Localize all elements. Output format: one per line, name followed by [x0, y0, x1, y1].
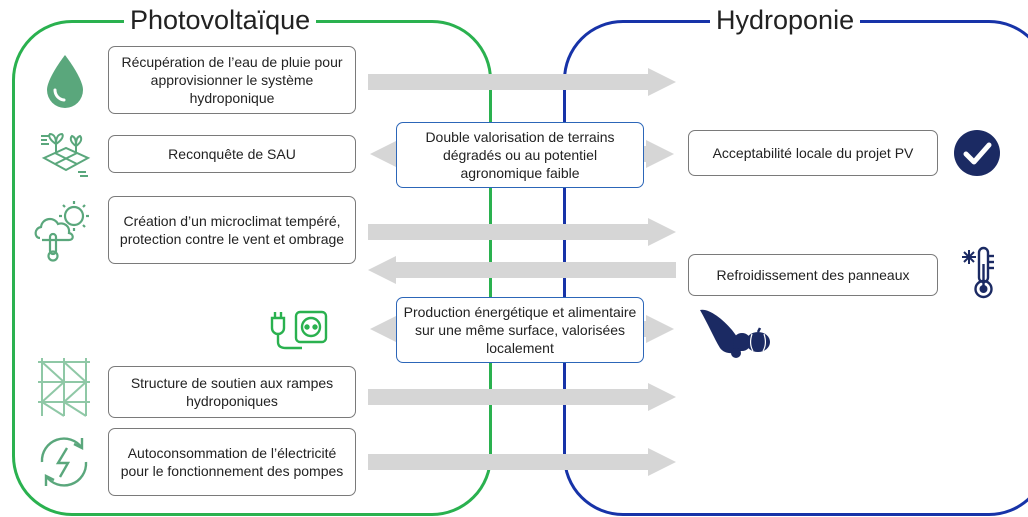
arrow-production-right: [640, 315, 674, 343]
box-rainwater: Récupération de l’eau de pluie pour appr…: [108, 46, 356, 114]
arrow-sau-right: [640, 140, 674, 168]
thermometer-snow-icon: [962, 246, 994, 299]
check-circle-icon: [954, 130, 1000, 176]
arrow-cooling: [368, 256, 676, 284]
field-plants-icon: [41, 132, 91, 177]
box-acceptability: Acceptabilité locale du projet PV: [688, 130, 938, 176]
weather-cloud-sun-icon: [34, 201, 89, 262]
box-double-valorisation: Double valorisation de terrains dégradés…: [396, 122, 644, 188]
box-microclimate: Création d’un microclimat tempéré, prote…: [108, 196, 356, 264]
arrow-autoconsumption: [368, 448, 676, 476]
box-cooling: Refroidissement des panneaux: [688, 254, 938, 296]
arrow-microclimate: [368, 218, 676, 246]
arrow-rainwater: [368, 68, 676, 96]
hydroponie-title: Hydroponie: [710, 3, 861, 37]
box-autoconsumption: Autoconsommation de l’électricité pour l…: [108, 428, 356, 496]
box-sau: Reconquête de SAU: [108, 135, 356, 173]
pv-title: Photovoltaïque: [124, 3, 317, 37]
water-drop-icon: [47, 55, 83, 108]
scaffold-icon: [38, 358, 90, 417]
box-production: Production énergétique et alimentaire su…: [396, 297, 644, 363]
refresh-bolt-icon: [40, 437, 88, 487]
cornucopia-icon: [700, 309, 770, 358]
arrow-structure: [368, 383, 676, 411]
box-structure: Structure de soutien aux rampes hydropon…: [108, 366, 356, 418]
plug-outlet-icon: [270, 310, 328, 350]
